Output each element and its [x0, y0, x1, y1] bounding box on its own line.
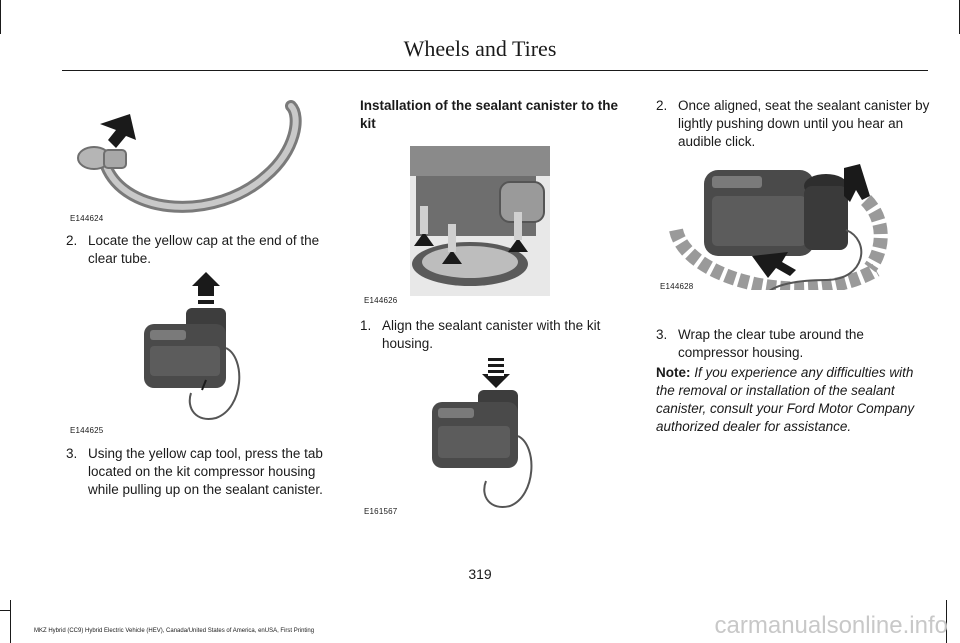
figure-e144626: E144626	[360, 142, 632, 306]
step-text: Align the sealant canister with the kit …	[382, 318, 601, 351]
figure-code: E144626	[364, 296, 398, 305]
figure-code: E144624	[70, 214, 104, 223]
step-2-seat-canister: 2. Once aligned, seat the sealant canist…	[656, 97, 930, 157]
arrow-down-icon	[482, 374, 510, 388]
step-text: Wrap the clear tube around the compresso…	[678, 327, 864, 360]
arrow-up-icon	[192, 272, 220, 296]
crop-mark	[0, 610, 10, 611]
figure-e144624: E144624	[66, 96, 338, 224]
arrow-down-icon	[414, 232, 434, 246]
crop-mark	[0, 0, 1, 34]
arrow-down-icon	[442, 250, 462, 264]
figure-e144628: E144628	[656, 160, 930, 296]
arrow-icon	[752, 252, 796, 278]
step-1-align-canister: 1. Align the sealant canister with the k…	[360, 317, 632, 357]
note-label: Note:	[656, 365, 691, 380]
page-title: Wheels and Tires	[403, 36, 557, 61]
step-number: 3.	[656, 327, 668, 342]
step-text: Using the yellow cap tool, press the tab…	[88, 446, 323, 497]
figure-e161567: E161567	[360, 356, 632, 520]
note: Note: If you experience any difficulties…	[656, 364, 930, 436]
figure-code: E161567	[364, 507, 398, 516]
clear-tube-illustration	[77, 100, 302, 213]
section-heading: Installation of the sealant canister to …	[360, 98, 619, 131]
figure-e144625: E144625	[66, 268, 338, 436]
step-text: Locate the yellow cap at the end of the …	[88, 233, 320, 266]
figure-code: E144625	[70, 426, 104, 435]
crop-mark	[946, 600, 947, 643]
arrow-icon	[100, 114, 136, 148]
step-3-wrap-tube: 3. Wrap the clear tube around the compre…	[656, 326, 930, 366]
step-number: 1.	[360, 318, 372, 333]
crop-mark	[10, 600, 11, 643]
note-text: If you experience any difficulties with …	[656, 365, 915, 434]
canister-installation-illustration	[410, 146, 550, 296]
header-rule	[62, 70, 928, 71]
page-number: 319	[468, 566, 492, 582]
compressor-illustration	[144, 272, 241, 420]
step-number: 3.	[66, 446, 78, 461]
arrow-icon	[844, 164, 870, 202]
figure-code: E144628	[660, 282, 694, 291]
watermark: carmanualsonline.info	[714, 612, 948, 639]
step-text: Once aligned, seat the sealant canister …	[678, 98, 930, 149]
publication-line: MKZ Hybrid (CC9) Hybrid Electric Vehicle…	[34, 628, 315, 634]
step-2-locate-cap: 2. Locate the yellow cap at the end of t…	[66, 232, 338, 272]
step-number: 2.	[656, 98, 668, 113]
step-3-press-tab: 3. Using the yellow cap tool, press the …	[66, 445, 342, 505]
seat-canister-illustration	[669, 164, 888, 296]
arrow-down-icon	[508, 238, 528, 252]
compressor-align-illustration	[432, 358, 533, 508]
step-number: 2.	[66, 233, 78, 248]
